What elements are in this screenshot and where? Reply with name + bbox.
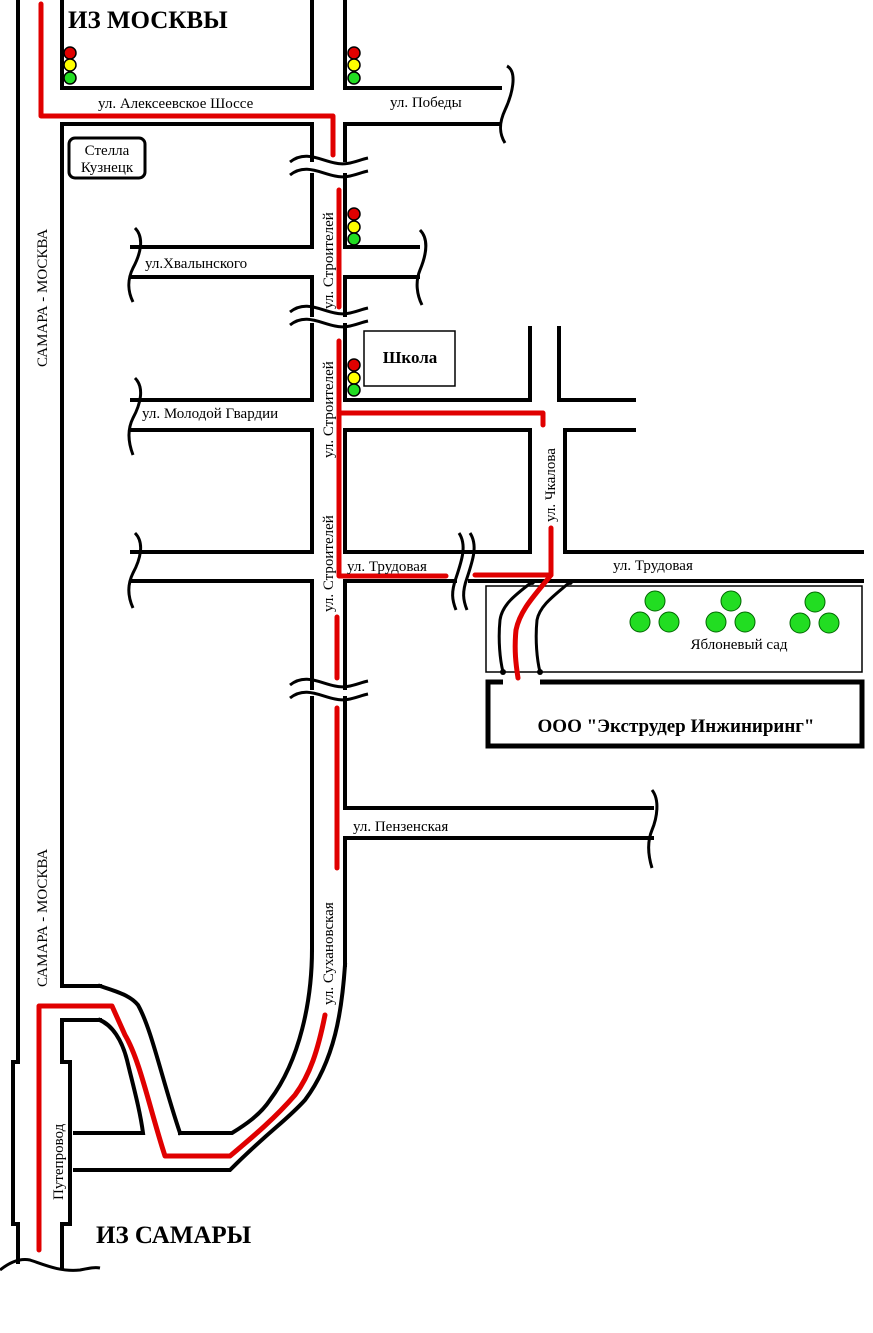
road-break-marks: [289, 154, 369, 702]
street-label-chkalova: ул. Чкалова: [543, 448, 559, 522]
tree-icons: [629, 590, 840, 634]
stella-kuznetsk-landmark: Стелла Кузнецк: [67, 136, 147, 180]
suhanovskaya-street: [73, 696, 659, 1172]
school-landmark: Школа: [363, 330, 456, 387]
traffic-light-icon: [347, 207, 361, 246]
street-label-stroiteley-3: ул. Строителей: [321, 515, 337, 612]
stroiteley-street: [310, 173, 347, 690]
highway-label-lower: САМАРА - МОСКВА: [35, 849, 51, 987]
school-label: Школа: [383, 348, 438, 367]
street-label-penzenskaya: ул. Пензенская: [353, 819, 448, 835]
orchard-label: Яблоневый сад: [690, 637, 787, 653]
street-label-molodoy-gvardii: ул. Молодой Гвардии: [142, 406, 278, 422]
street-label-alekseevskoe: ул. Алексеевское Шоссе: [98, 96, 254, 112]
tree-icon: [789, 612, 811, 634]
company-driveway: [497, 579, 573, 675]
overpass: Путепровод: [0, 1060, 101, 1272]
trudovaya-street: [127, 531, 864, 611]
tree-icon: [705, 611, 727, 633]
company-building: ООО "Экструдер Инжиниринг": [485, 679, 865, 749]
street-label-trudovaya-left: ул. Трудовая: [347, 559, 427, 575]
company-label: ООО "Экструдер Инжиниринг": [538, 716, 815, 737]
molodoy-gvardii-street: [127, 376, 314, 456]
hvalynskogo-street: [127, 226, 428, 306]
tree-icon: [734, 611, 756, 633]
street-label-trudovaya-right: ул. Трудовая: [613, 558, 693, 574]
from-moscow-label: ИЗ МОСКВЫ: [68, 7, 228, 34]
apple-orchard: Яблоневый сад: [485, 585, 863, 673]
tree-icon: [720, 590, 742, 612]
highway-label-upper: САМАРА - МОСКВА: [35, 229, 51, 367]
street-label-pobedy: ул. Победы: [390, 95, 462, 111]
tree-icon: [658, 611, 680, 633]
street-label-hvalynskogo: ул.Хвалынского: [145, 256, 247, 272]
highway-ramp: [60, 983, 183, 1136]
street-label-suhanovskaya: ул. Сухановская: [321, 902, 337, 1005]
traffic-light-icon: [347, 46, 361, 85]
traffic-light-icon: [63, 46, 77, 85]
tree-icon: [804, 591, 826, 613]
chkalova-blocks: [343, 326, 864, 554]
tree-icon: [818, 612, 840, 634]
street-label-stroiteley-1: ул. Строителей: [321, 212, 337, 309]
traffic-light-icon: [347, 358, 361, 397]
route-path: [36, 1, 554, 1253]
street-label-stroiteley-2: ул. Строителей: [321, 361, 337, 458]
overpass-label: Путепровод: [51, 1123, 67, 1200]
stella-label-line2: Кузнецк: [81, 160, 134, 176]
top-blocks: [60, 0, 515, 162]
from-samara-label: ИЗ САМАРЫ: [96, 1222, 252, 1249]
tree-icon: [629, 611, 651, 633]
stella-label-line1: Стелла: [85, 143, 130, 159]
tree-icon: [644, 590, 666, 612]
